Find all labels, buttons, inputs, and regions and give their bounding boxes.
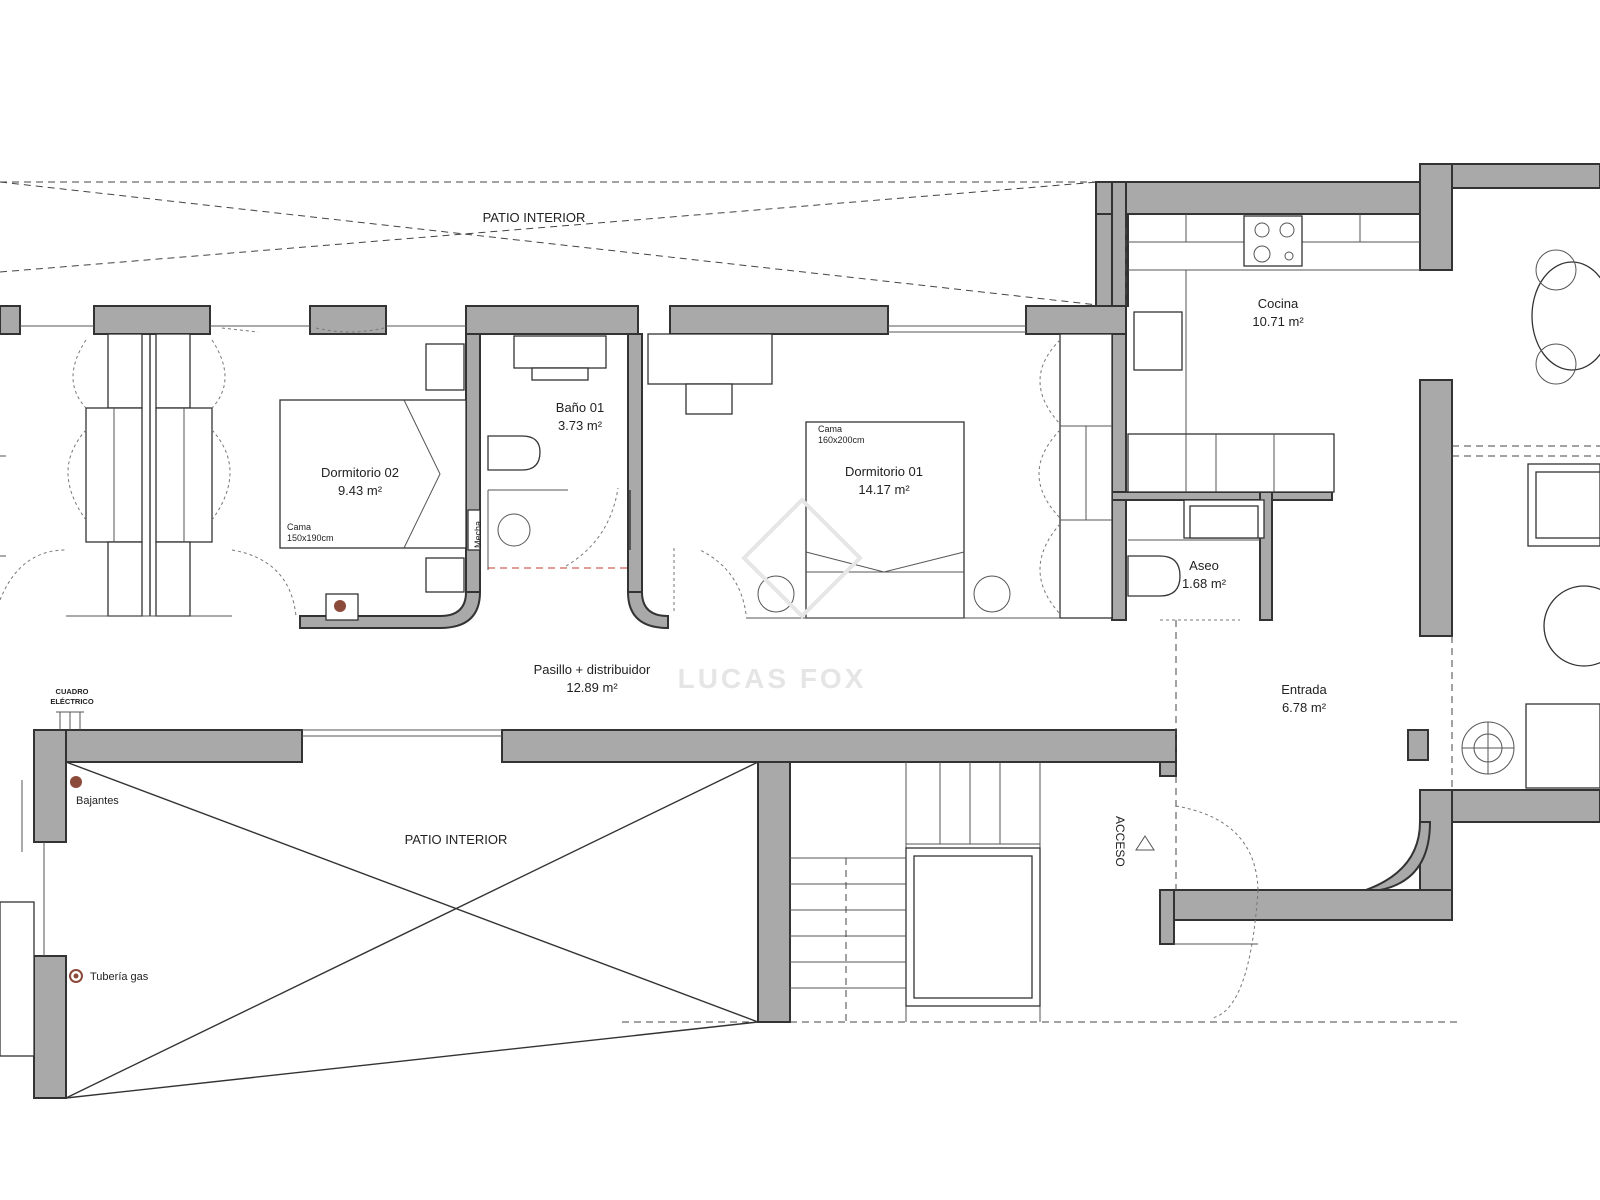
bano01-area: 3.73 m² bbox=[558, 418, 603, 433]
watermark-brand: LUCAS FOX bbox=[678, 663, 867, 694]
cama-01-label: Cama bbox=[818, 424, 842, 434]
left-utilities: CUADRO ELÉCTRICO Bajantes Tubería gas bbox=[0, 455, 149, 1057]
dorm02-name: Dormitorio 02 bbox=[321, 465, 399, 480]
patio-bottom-label: PATIO INTERIOR bbox=[405, 832, 508, 847]
patio-top bbox=[0, 181, 1099, 306]
entrada: Entrada 6.78 m² ACCESO bbox=[1113, 620, 1328, 1019]
tuberia-gas-label: Tubería gas bbox=[90, 971, 149, 983]
aseo: Aseo 1.68 m² bbox=[1127, 499, 1265, 621]
entrada-name: Entrada bbox=[1281, 682, 1327, 697]
aseo-name: Aseo bbox=[1189, 558, 1219, 573]
windows bbox=[20, 325, 1026, 737]
aseo-area: 1.68 m² bbox=[1182, 576, 1227, 591]
dormitorio-01: Dormitorio 01 14.17 m² Cama 160x200cm bbox=[647, 333, 1113, 619]
pasillo-name: Pasillo + distribuidor bbox=[534, 662, 651, 677]
cama-02-size: 150x190cm bbox=[287, 533, 334, 543]
watermark: LUCAS FOX bbox=[678, 497, 867, 694]
cama-02-label: Cama bbox=[287, 522, 311, 532]
acceso-label: ACCESO bbox=[1113, 816, 1127, 867]
cocina-area: 10.71 m² bbox=[1252, 314, 1304, 329]
cocina: Cocina 10.71 m² bbox=[1125, 214, 1420, 493]
cocina-name: Cocina bbox=[1258, 296, 1299, 311]
sink-icon bbox=[1133, 311, 1183, 371]
stairs bbox=[790, 762, 1041, 1022]
walls bbox=[0, 163, 1600, 1099]
bano-01: Baño 01 3.73 m² Mecha bbox=[467, 335, 631, 570]
dorm01-name: Dormitorio 01 bbox=[845, 464, 923, 479]
bano01-name: Baño 01 bbox=[556, 400, 604, 415]
dorm01-area: 14.17 m² bbox=[858, 482, 910, 497]
dorm02-area: 9.43 m² bbox=[338, 483, 383, 498]
dormitorio-02: Dormitorio 02 9.43 m² Cama 150x190cm bbox=[221, 327, 467, 621]
wardrobes-left bbox=[0, 333, 297, 617]
patio-bottom bbox=[65, 761, 1458, 1099]
pipe-icon bbox=[334, 600, 346, 612]
cuadro-label-1: CUADRO bbox=[56, 687, 89, 696]
cuadro-label-2: ELÉCTRICO bbox=[50, 697, 94, 706]
bajantes-icon bbox=[70, 776, 82, 788]
cama-01-size: 160x200cm bbox=[818, 435, 865, 445]
patio-top-label: PATIO INTERIOR bbox=[483, 210, 586, 225]
right-zone bbox=[1451, 249, 1600, 790]
pasillo-area: 12.89 m² bbox=[566, 680, 618, 695]
entrada-area: 6.78 m² bbox=[1282, 700, 1327, 715]
bajantes-label: Bajantes bbox=[76, 795, 119, 807]
mecha-label: Mecha bbox=[473, 521, 483, 548]
access-arrow-icon bbox=[1135, 835, 1155, 851]
cooktop-icon bbox=[1243, 215, 1303, 267]
